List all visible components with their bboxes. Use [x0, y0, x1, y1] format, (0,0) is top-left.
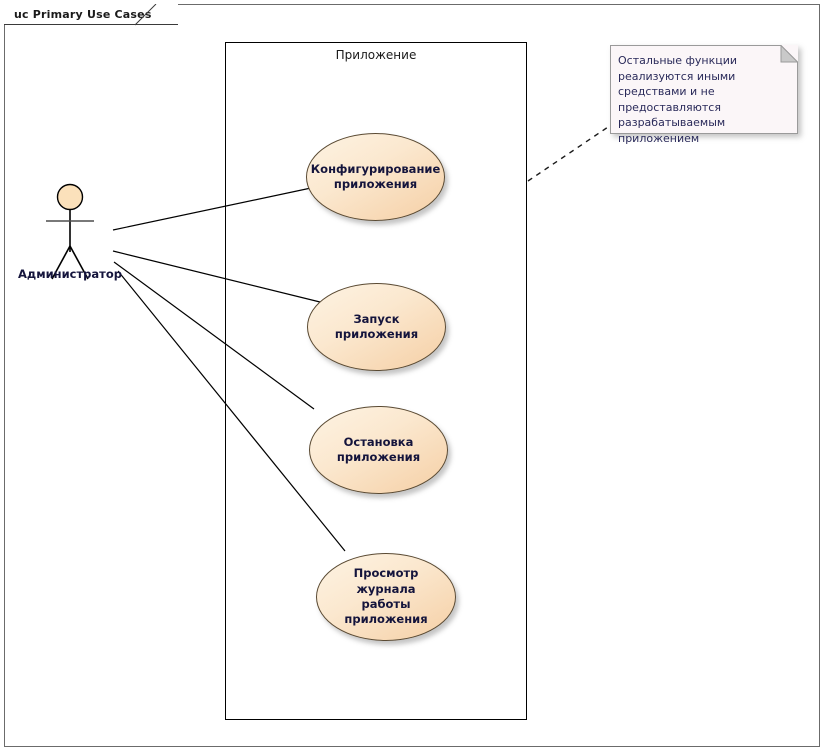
system-boundary-label: Приложение: [335, 48, 417, 62]
usecase-view-log-label: Просмотр журнала работы приложения: [344, 566, 428, 627]
note-text: Остальные функции реализуются иными сред…: [618, 54, 738, 146]
usecase-stop[interactable]: Остановка приложения: [309, 406, 448, 494]
association-configure[interactable]: [112, 187, 312, 231]
diagram-title-label: uc Primary Use Cases: [14, 7, 152, 21]
usecase-configure[interactable]: Конфигурирование приложения: [306, 133, 445, 221]
association-start[interactable]: [112, 250, 321, 303]
note-connector-line: [527, 124, 612, 182]
actor-right-leg-line: [69, 245, 89, 280]
usecase-start[interactable]: Запуск приложения: [307, 283, 446, 371]
actor-head-icon: [56, 183, 84, 211]
usecase-configure-label: Конфигурирование приложения: [310, 161, 441, 191]
actor-administrator[interactable]: [46, 183, 94, 280]
actor-left-leg-line: [51, 245, 71, 280]
system-boundary[interactable]: [225, 42, 527, 720]
actor-label: Администратор: [18, 267, 122, 281]
usecase-start-label: Запуск приложения: [334, 311, 419, 341]
title-tab-bevel-icon: [135, 4, 157, 26]
usecase-view-log[interactable]: Просмотр журнала работы приложения: [316, 553, 456, 641]
usecase-stop-label: Остановка приложения: [336, 434, 421, 464]
association-stop[interactable]: [113, 261, 315, 410]
association-view-log[interactable]: [117, 270, 346, 552]
note-shape-icon: [610, 45, 798, 134]
diagram-title-tab[interactable]: uc Primary Use Cases: [4, 4, 178, 25]
note-annotation[interactable]: Остальные функции реализуются иными сред…: [610, 45, 798, 145]
